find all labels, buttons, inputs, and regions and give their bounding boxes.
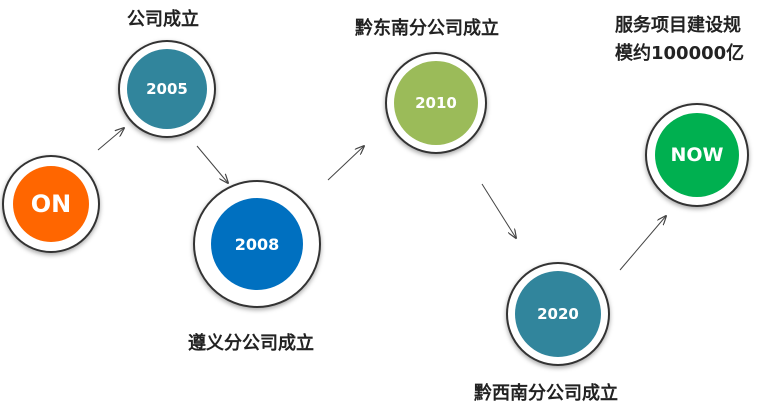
caption-2008: 遵义分公司成立 [188,333,314,354]
node-2008: 2008 [193,180,321,308]
node-now-disc: NOW [655,113,739,197]
arrow-2010-to-2020 [481,183,516,238]
node-2010: 2010 [385,52,487,154]
caption-now-line-1: 服务项目建设规 [615,15,741,36]
arrow-2005-to-2008 [196,145,228,183]
arrow-2020-to-now [619,216,666,271]
node-on: ON [2,155,100,253]
node-now-label: NOW [670,144,724,166]
caption-now-line-2: 模约100000亿 [615,43,745,64]
node-2010-label: 2010 [415,94,457,112]
node-2020-disc: 2020 [515,271,601,357]
node-on-label: ON [30,190,72,218]
node-2005: 2005 [118,40,216,138]
caption-2020: 黔西南分公司成立 [474,383,618,404]
node-now: NOW [645,103,749,207]
arrow-2008-to-2010 [327,146,364,181]
caption-2010: 黔东南分公司成立 [355,18,499,39]
node-2010-disc: 2010 [394,61,478,145]
node-2005-disc: 2005 [127,49,207,129]
node-2020: 2020 [506,262,610,366]
caption-2005: 公司成立 [127,9,199,30]
node-2008-disc: 2008 [211,198,303,290]
node-2020-label: 2020 [537,305,579,323]
node-2008-label: 2008 [234,234,280,254]
node-on-disc: ON [13,166,89,242]
arrow-on-to-2005 [97,128,124,151]
node-2005-label: 2005 [146,80,188,98]
caption-now: 服务项目建设规 模约100000亿 [615,14,744,66]
